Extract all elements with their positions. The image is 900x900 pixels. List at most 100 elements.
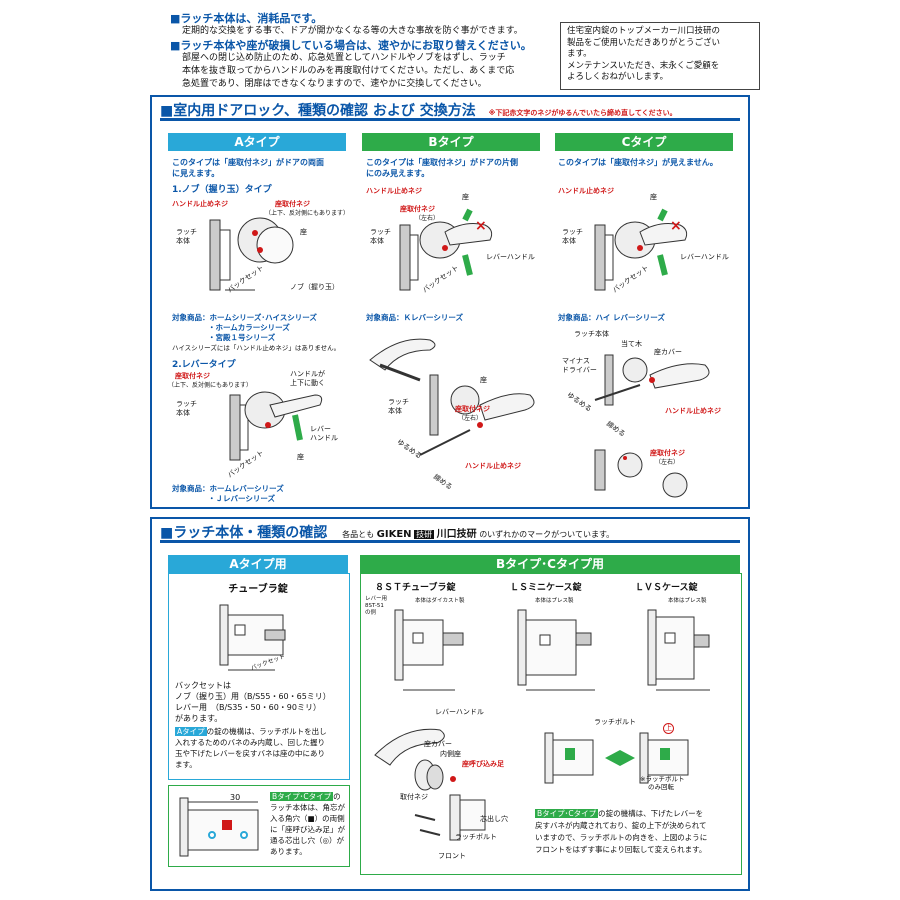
a-targets4: 対象商品：ホームレバーシリーズ	[172, 484, 284, 493]
bc-latch-box	[360, 573, 742, 875]
bc-lvs-diagram	[647, 609, 710, 691]
bc-rot2: のみ回転	[648, 783, 674, 791]
notice-line1b: 定期的な交換をする事で、ドアが開かなくなる等の大きな事故を防ぐ事ができます。	[182, 26, 523, 36]
b-desc2: にのみ見えます。	[366, 169, 430, 178]
b-seat-screw-sub: （左右）	[415, 215, 440, 222]
b-latch: ラッチ 本体	[370, 228, 391, 245]
bc-tag: Bタイプ･Cタイプ	[270, 792, 334, 801]
bc-b5: 通る芯出し穴（◎）が	[270, 836, 345, 845]
b-exploded-diagram	[369, 338, 535, 456]
b-latch2: ラッチ 本体	[388, 398, 409, 415]
bc-n1-sub1: レバー用	[365, 596, 388, 602]
a-bs1: バックセットは	[175, 681, 231, 690]
a-desc1: このタイプは「座取付ネジ」がドアの両面	[172, 158, 324, 167]
notice-line2b: 部屋への閉じ込め防止のため、応急処置としてハンドルやノブをはずし、ラッチ	[182, 53, 506, 63]
a-lever-title: 2.レバータイプ	[172, 360, 236, 370]
a-targets-note: ハイスシリーズには「ハンドル止めネジ」はありません。	[172, 344, 341, 352]
bc-r3: いますので、ラッチボルトの向きを、上図のように	[535, 833, 708, 842]
a-lever-handle: レバー ハンドル	[310, 425, 338, 442]
b-seat-screw: 座取付ネジ	[400, 205, 435, 213]
brand-name: 川口技研	[436, 529, 477, 540]
a-knob: ノブ（握り玉）	[290, 283, 339, 291]
bc-detail-box	[168, 785, 350, 867]
bc-front: フロント	[438, 852, 466, 860]
bc-r-tag: Bタイプ･Cタイプ	[535, 809, 599, 818]
section2-frame	[150, 517, 750, 891]
bc-r2: 戻すバネが内蔵されており、錠の上下が決められて	[535, 821, 707, 830]
a-latch-diagram	[219, 604, 286, 671]
bc-b2: ラッチ本体は、角忘が	[270, 803, 345, 812]
b-seat-screw2-sub: （左右）	[458, 415, 483, 422]
bc-n1-sub3: の例	[365, 610, 377, 616]
bc-latch-bolt2: ラッチボルト	[594, 718, 636, 726]
bc-zacover: 座カバー	[424, 740, 452, 748]
c-seat-screw: 座取付ネジ	[650, 449, 685, 457]
bc-name1: ８ＳＴチューブラ錠	[375, 583, 456, 593]
c-seat-screw-sub: （左右）	[655, 459, 680, 466]
bc-lever: レバーハンドル	[435, 708, 484, 716]
bc-dimension: 30	[230, 793, 241, 802]
bc-n1-sub2: 8ST-51	[365, 603, 384, 609]
a-seat-screw2: 座取付ネジ	[175, 372, 210, 380]
b-targets: 対象商品：Ｋレバーシリーズ	[366, 313, 463, 322]
bc-r1: の錠の機構は、下げたレバーを	[598, 809, 704, 818]
c-handle-screw: ハンドル止めネジ	[558, 187, 614, 195]
a-targets3: ・宮殿１号シリーズ	[208, 333, 276, 342]
section2-title: ■ラッチ本体・種類の確認	[160, 525, 328, 541]
bc-toritsuke: 取付ネジ	[400, 793, 428, 801]
bc-b6: あります。	[270, 847, 307, 856]
bc-r4: フロントをはずす事により回転して変えられます。	[535, 845, 707, 854]
c-exploded-diagram	[594, 354, 710, 498]
b-seat-screw2: 座取付ネジ	[455, 405, 490, 413]
bc-uchiza: 内側座	[440, 750, 461, 758]
a-knob-diagram	[209, 217, 294, 291]
bc-zaguri: 座呼び込み足	[462, 760, 504, 768]
a-targets2: ・ホームカラーシリーズ	[208, 323, 290, 332]
b-handle-screw2: ハンドル止めネジ	[465, 462, 521, 470]
notice-line2d: 急処置であり、閉扉はできなくなりますので、速やかに交換してください。	[182, 79, 487, 89]
section1-note: ※下記赤文字のネジがゆるんでいたら締め直してください。	[488, 109, 677, 117]
a-latch: ラッチ 本体	[176, 228, 197, 245]
a-latch-box	[168, 573, 350, 780]
c-latch2: ラッチ本体	[574, 330, 609, 338]
a-desc2: に見えます。	[172, 169, 220, 178]
maker-line: メンテナンスいただき、末永くご愛顧を	[567, 60, 720, 71]
a-targets5: ・Ｊレバーシリーズ	[208, 494, 275, 503]
brand-giken: GIKEN	[376, 529, 412, 540]
b-za2: 座	[480, 376, 487, 384]
a-knob-title: 1.ノブ（握り玉）タイプ	[172, 185, 272, 195]
b-handle-screw: ハンドル止めネジ	[366, 187, 422, 195]
a-lever-diagram	[229, 391, 323, 461]
maker-line: ます。	[567, 49, 592, 59]
tab-a-latch: Aタイプ用	[168, 555, 348, 573]
b-lever: レバーハンドル	[486, 253, 535, 261]
brand-post: のいずれかのマークがついています。	[479, 530, 615, 539]
bc-detail-diagram	[179, 797, 259, 857]
a-bs3: レバー用 （B/S35・50・60・90ミリ）	[175, 703, 321, 712]
c-minus: マイナス ドライバー	[562, 357, 597, 374]
b-desc1: このタイプは「座取付ネジ」がドアの片側	[366, 158, 518, 167]
c-targets: 対象商品：ハイ レバーシリーズ	[558, 313, 665, 322]
bc-b1: の	[333, 792, 341, 801]
notice-line2: ■ラッチ本体や座が破損している場合は、速やかにお取り替えください。	[170, 39, 532, 52]
c-lever-diagram: ×	[594, 208, 688, 291]
bc-n2-press: 本体はプレス製	[535, 598, 574, 604]
maker-line: 製品をご使用いただきありがとうござい	[567, 37, 721, 48]
svg-text:×: ×	[670, 218, 682, 234]
tab-a-type: Aタイプ	[168, 133, 346, 151]
a-seat-screw2-sub: （上下、反対側にもあります）	[168, 382, 253, 389]
section1-title: ■室内用ドアロック、種類の確認 および 交換方法	[160, 103, 476, 119]
c-latch: ラッチ 本体	[562, 228, 583, 245]
c-atemoku: 当て木	[621, 340, 642, 348]
a-seat-screw-sub: （上下、反対側にもあります）	[265, 210, 350, 217]
bc-rot1: ※ラッチボルト	[640, 775, 685, 783]
a-za2: 座	[297, 453, 304, 461]
b-lever-diagram: ×	[399, 208, 493, 291]
notice-line2c: 本体を抜き取ってからハンドルのみを再度取付けてください。ただし、あくまで応	[182, 66, 515, 76]
c-lever: レバーハンドル	[680, 253, 729, 261]
tab-c-type: Cタイプ	[555, 133, 733, 151]
bc-latch-bolt: ラッチボルト	[455, 833, 497, 841]
svg-text:×: ×	[475, 218, 487, 234]
tab-bc-latch: Bタイプ･Cタイプ用	[360, 555, 740, 573]
b-za: 座	[462, 193, 469, 201]
